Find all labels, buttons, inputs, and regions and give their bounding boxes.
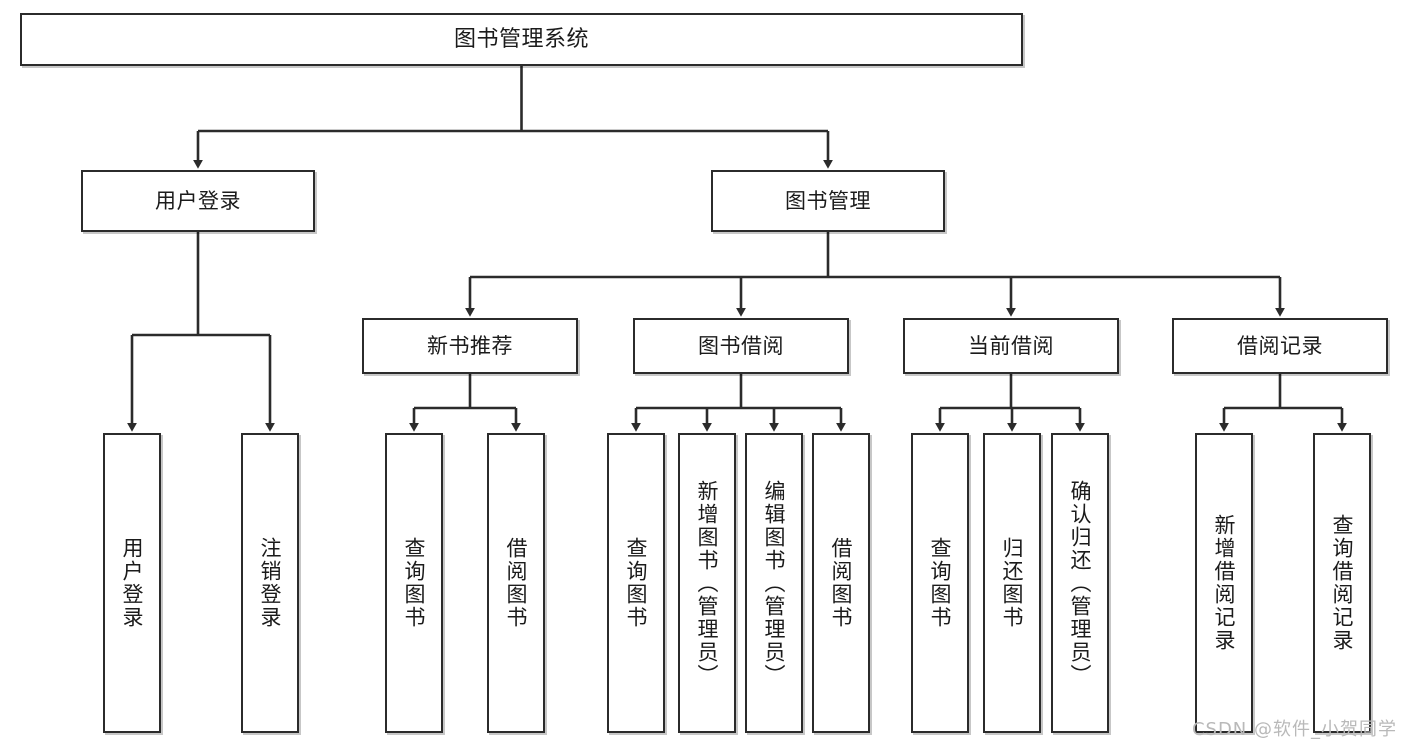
- node-leaf-query-book-current[interactable]: 查询图书: [911, 433, 969, 733]
- node-leaf-return-book[interactable]: 归还图书: [983, 433, 1041, 733]
- node-leaf-edit-book-label: 编辑图书（管理员）: [762, 479, 787, 687]
- node-leaf-add-book[interactable]: 新增图书（管理员）: [678, 433, 736, 733]
- node-root-label: 图书管理系统: [453, 26, 589, 52]
- node-leaf-query-book-recommend-label: 查询图书: [402, 537, 427, 629]
- node-leaf-query-record[interactable]: 查询借阅记录: [1313, 433, 1371, 733]
- node-leaf-user-login[interactable]: 用户登录: [103, 433, 161, 733]
- node-leaf-borrow-book-recommend-label: 借阅图书: [504, 537, 529, 629]
- node-leaf-query-book-borrow[interactable]: 查询图书: [607, 433, 665, 733]
- node-current-borrow[interactable]: 当前借阅: [903, 318, 1119, 374]
- node-leaf-logout[interactable]: 注销登录: [241, 433, 299, 733]
- node-leaf-add-book-label: 新增图书（管理员）: [695, 479, 720, 687]
- node-leaf-add-record-label: 新增借阅记录: [1212, 514, 1237, 652]
- node-leaf-borrow-book[interactable]: 借阅图书: [812, 433, 870, 733]
- node-new-book-recommend-label: 新书推荐: [427, 333, 513, 358]
- node-borrow-record-label: 借阅记录: [1237, 333, 1323, 358]
- watermark-text: CSDN @软件_小贺同学: [1191, 719, 1397, 740]
- node-book-manage[interactable]: 图书管理: [711, 170, 945, 232]
- node-leaf-edit-book[interactable]: 编辑图书（管理员）: [745, 433, 803, 733]
- node-root[interactable]: 图书管理系统: [20, 13, 1023, 66]
- node-leaf-add-record[interactable]: 新增借阅记录: [1195, 433, 1253, 733]
- node-leaf-borrow-book-label: 借阅图书: [829, 537, 854, 629]
- node-leaf-borrow-book-recommend[interactable]: 借阅图书: [487, 433, 545, 733]
- node-current-borrow-label: 当前借阅: [968, 333, 1054, 358]
- node-new-book-recommend[interactable]: 新书推荐: [362, 318, 578, 374]
- node-leaf-confirm-return-label: 确认归还（管理员）: [1068, 479, 1093, 687]
- node-leaf-query-book-current-label: 查询图书: [928, 537, 953, 629]
- node-leaf-query-book-recommend[interactable]: 查询图书: [385, 433, 443, 733]
- node-leaf-user-login-label: 用户登录: [120, 537, 145, 629]
- node-leaf-query-book-borrow-label: 查询图书: [624, 537, 649, 629]
- node-user-login-label: 用户登录: [155, 188, 241, 213]
- node-leaf-return-book-label: 归还图书: [1000, 537, 1025, 629]
- node-book-borrow-label: 图书借阅: [698, 333, 784, 358]
- node-user-login[interactable]: 用户登录: [81, 170, 315, 232]
- node-leaf-query-record-label: 查询借阅记录: [1330, 514, 1355, 652]
- node-leaf-confirm-return[interactable]: 确认归还（管理员）: [1051, 433, 1109, 733]
- node-book-manage-label: 图书管理: [785, 188, 871, 213]
- node-leaf-logout-label: 注销登录: [258, 537, 283, 629]
- node-borrow-record[interactable]: 借阅记录: [1172, 318, 1388, 374]
- node-book-borrow[interactable]: 图书借阅: [633, 318, 849, 374]
